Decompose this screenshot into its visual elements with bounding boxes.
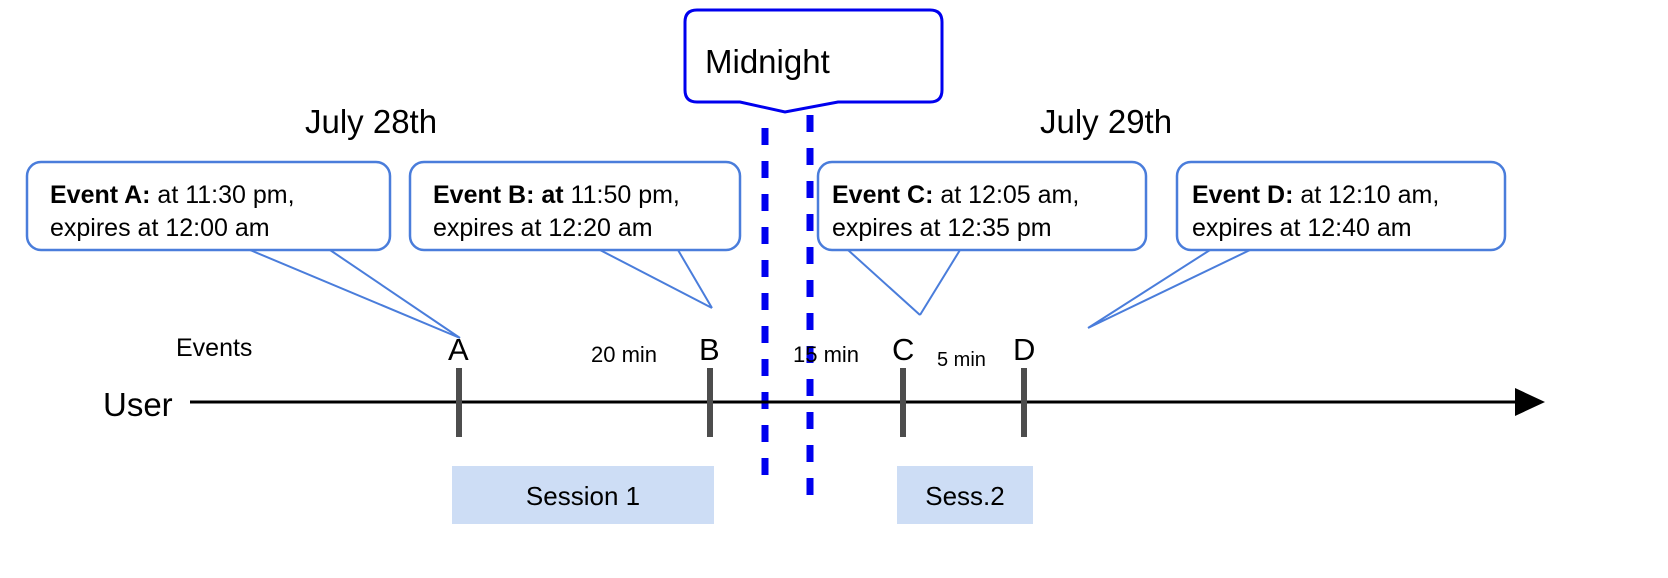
event-b-callout[interactable] — [408, 160, 742, 309]
event-c-text: Event C: at 12:05 am, expires at 12:35 p… — [832, 181, 1079, 242]
event-a-callout[interactable] — [25, 160, 461, 339]
svg-text:Event B: at 11:50 pm,: Event B: at 11:50 pm, — [433, 181, 680, 209]
event-d-leader-line — [1087, 249, 1251, 329]
session-2-label: Sess.2 — [925, 481, 1005, 511]
events-row-label: Events — [176, 334, 252, 362]
event-c-callout[interactable] — [816, 160, 1148, 316]
marker-d-label: D — [1013, 332, 1035, 367]
event-d-callout[interactable] — [1087, 160, 1507, 329]
gap-bc-label: 15 min — [793, 342, 859, 367]
midnight-label: Midnight — [705, 43, 830, 80]
gap-cd-label: 5 min — [937, 349, 986, 371]
marker-b-label: B — [699, 332, 720, 367]
svg-text:Event A: at 11:30 pm,: Event A: at 11:30 pm, — [50, 181, 295, 209]
svg-text:Event D: at 12:10 am,: Event D: at 12:10 am, — [1192, 181, 1439, 209]
event-d-text: Event D: at 12:10 am, expires at 12:40 a… — [1192, 181, 1439, 242]
timeline-arrow-head — [1515, 388, 1545, 416]
session-1-label: Session 1 — [526, 481, 640, 511]
marker-c-label: C — [892, 332, 914, 367]
event-d-callout-shape — [1175, 160, 1507, 252]
event-c-leader-line — [847, 249, 961, 316]
midnight-callout-shape — [683, 8, 944, 114]
event-a-bold: Event A: — [50, 181, 150, 209]
event-b-text: Event B: at 11:50 pm, expires at 12:20 a… — [433, 181, 680, 242]
date-right: July 29th — [1040, 103, 1172, 140]
event-a-callout-shape — [25, 160, 392, 252]
event-a-leader-line — [249, 249, 461, 339]
marker-a-label: A — [448, 332, 469, 367]
event-c-rest: at 12:05 am, — [933, 181, 1079, 209]
date-left: July 28th — [305, 103, 437, 140]
svg-text:Event C: at 12:05 am,: Event C: at 12:05 am, — [832, 181, 1079, 209]
event-d-line2: expires at 12:40 am — [1192, 214, 1412, 242]
user-row-label: User — [103, 386, 173, 423]
event-a-line2: expires at 12:00 am — [50, 214, 270, 242]
event-b-rest: 11:50 pm, — [564, 181, 680, 209]
event-a-rest: at 11:30 pm, — [150, 181, 294, 209]
event-d-bold: Event D: — [1192, 181, 1293, 209]
event-b-callout-shape — [408, 160, 742, 252]
event-b-bold: Event B: at — [433, 181, 564, 209]
event-c-line2: expires at 12:35 pm — [832, 214, 1052, 242]
event-a-text: Event A: at 11:30 pm, expires at 12:00 a… — [50, 181, 295, 242]
session-1-box[interactable] — [452, 466, 714, 524]
session-2-box[interactable] — [897, 466, 1033, 524]
gap-ab-label: 20 min — [591, 342, 657, 367]
event-d-rest: at 12:10 am, — [1293, 181, 1439, 209]
event-b-leader-line — [599, 249, 713, 309]
event-c-bold: Event C: — [832, 181, 933, 209]
midnight-callout[interactable]: Midnight — [683, 8, 944, 114]
event-b-line2: expires at 12:20 am — [433, 214, 653, 242]
event-c-callout-shape — [816, 160, 1148, 252]
